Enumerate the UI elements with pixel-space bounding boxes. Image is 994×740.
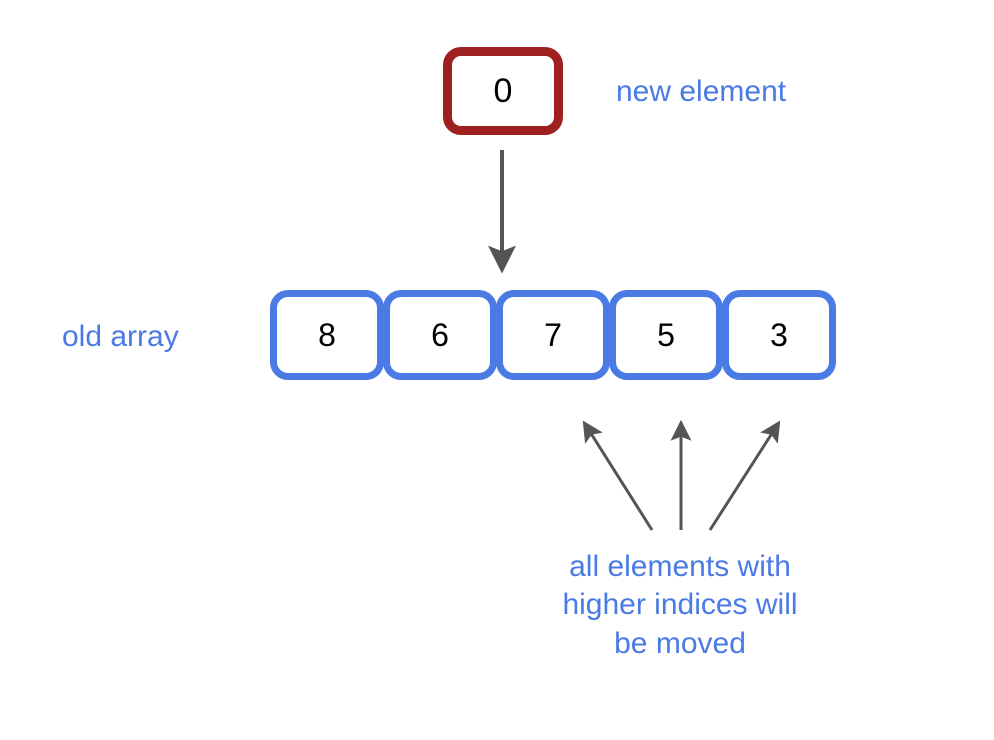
array-cell-0: 8 [270, 290, 384, 380]
shift-arrow-to-cell-5 [708, 420, 781, 531]
bottom-caption-line-1: all elements with [569, 550, 791, 583]
bottom-caption-line-3: be moved [614, 626, 746, 660]
array-cell-value: 5 [657, 317, 675, 353]
array-cell-3: 5 [609, 290, 723, 380]
array-cell-4: 3 [722, 290, 836, 380]
bottom-caption-line-2: higher indices will [562, 588, 798, 622]
new-element-value: 0 [493, 72, 513, 110]
array-cell-2: 7 [496, 290, 610, 380]
array-cell-value: 6 [431, 317, 449, 353]
old-array-label: old array [62, 320, 179, 353]
shift-arrow-to-cell-3 [582, 420, 654, 531]
new-element-label: new element [616, 75, 787, 108]
array-cell-value: 7 [544, 317, 562, 353]
bottom-caption: all elements with higher indices will be… [497, 548, 863, 663]
array-cell-value: 3 [770, 317, 788, 353]
old-array-row: 8 6 7 5 3 [270, 290, 836, 380]
array-cell-value: 8 [318, 317, 336, 353]
new-element-box: 0 [443, 47, 563, 135]
array-cell-1: 6 [383, 290, 497, 380]
